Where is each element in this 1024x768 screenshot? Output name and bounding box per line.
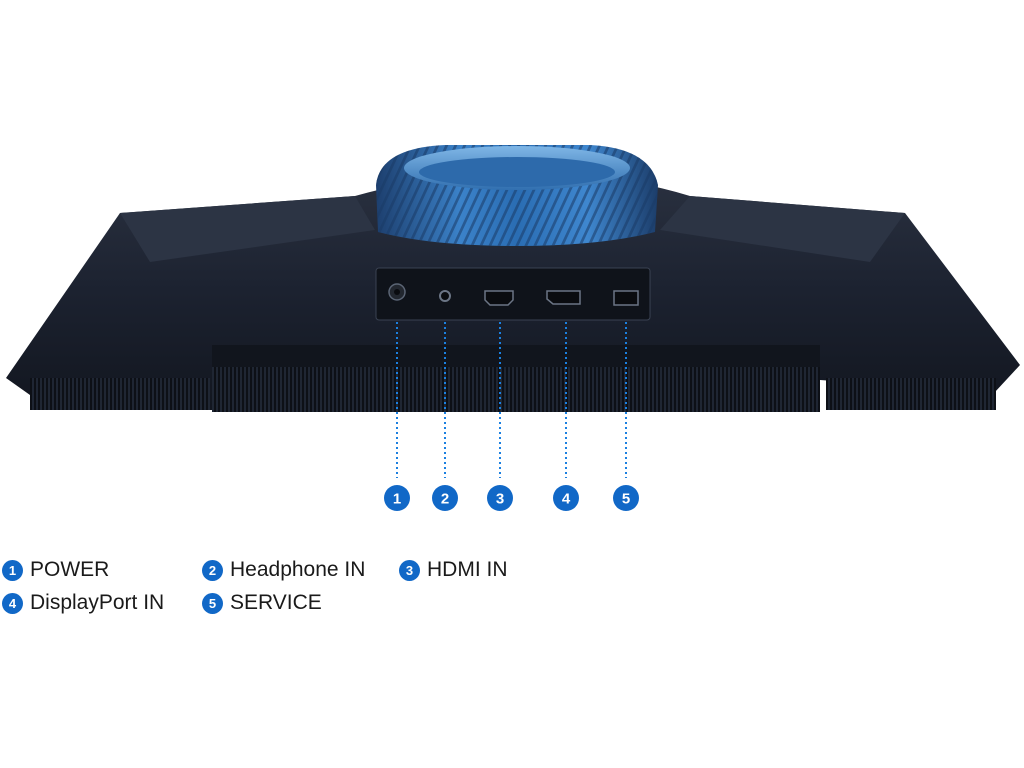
usb-service-port-icon [613,290,639,306]
callout-lines [396,322,627,478]
legend-item-service: 5 SERVICE [202,591,322,615]
legend-item-hdmi: 3 HDMI IN [399,558,508,582]
power-port-icon [388,283,406,301]
displayport-port-icon [546,290,581,305]
callout-badge-2-number: 2 [441,491,449,508]
callout-badge-1: 1 [384,485,410,511]
legend-badge-5: 5 [202,592,223,614]
callout-badge-4-number: 4 [562,491,571,508]
callout-badge-5: 5 [613,485,639,511]
legend-badge-2: 2 [202,559,223,581]
callout-badge-5-number: 5 [622,491,630,508]
callout-badge-3-number: 3 [496,491,504,508]
headphone-port-icon [439,290,451,302]
legend-label-service: SERVICE [230,591,322,614]
legend-label-power: POWER [30,558,110,581]
legend-item-displayport: 4 DisplayPort IN [2,591,164,615]
legend-label-hdmi: HDMI IN [427,558,508,581]
legend-label-displayport: DisplayPort IN [30,591,165,614]
callout-badge-4: 4 [553,485,579,511]
legend-item-power: 1 POWER [2,558,109,582]
legend-badge-1: 1 [2,559,23,581]
callout-badge-2: 2 [432,485,458,511]
legend-badge-4: 4 [2,592,23,614]
legend-label-headphone: Headphone IN [230,558,366,581]
hdmi-port-icon [484,290,514,306]
callout-badge-3: 3 [487,485,513,511]
callout-badge-1-number: 1 [393,491,401,508]
stand-ring [376,145,658,246]
port-legend: 1 POWER 2 Headphone IN 3 HDMI IN 4 Displ… [0,558,1024,638]
legend-item-headphone: 2 Headphone IN [202,558,365,582]
legend-badge-3: 3 [399,559,420,581]
